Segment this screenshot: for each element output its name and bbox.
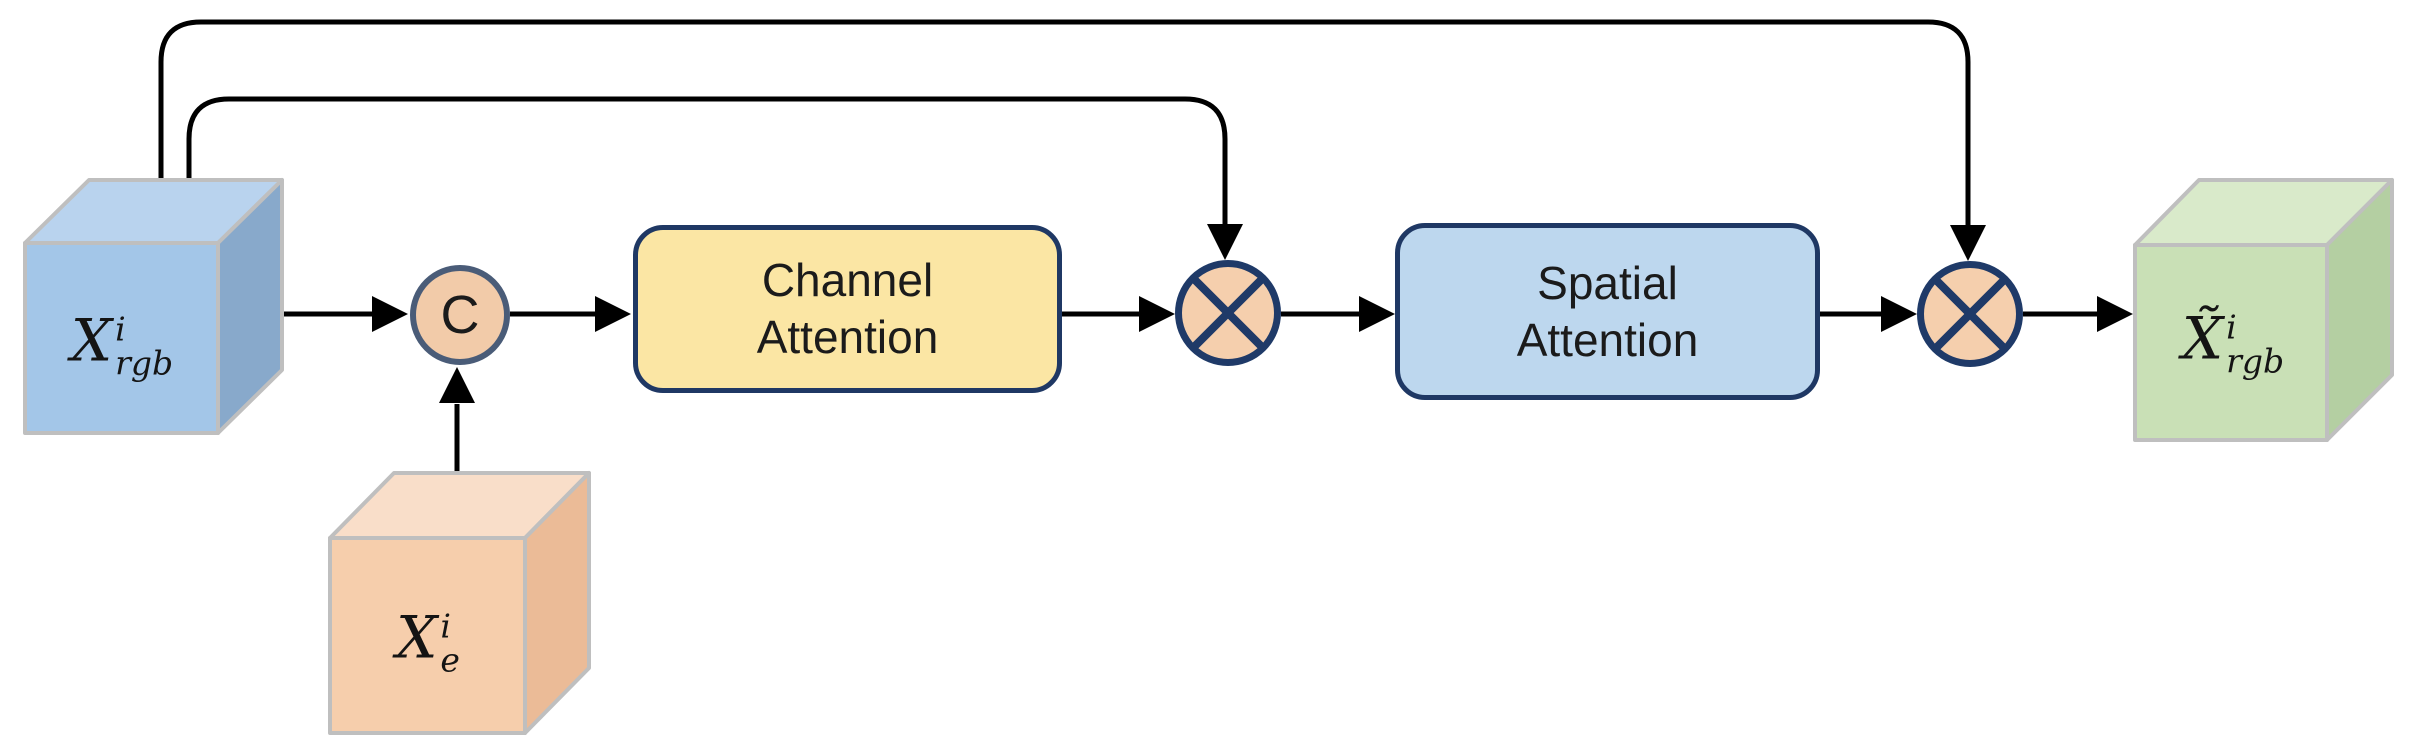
concat-label: C xyxy=(440,285,480,345)
spatial-attention-label-line2: Attention xyxy=(1516,313,1699,366)
math-subscript: rgb xyxy=(2226,341,2285,380)
rgb-input-cube-label: X i rgb xyxy=(70,306,173,379)
math-superscript: i xyxy=(2226,307,2237,347)
arrow-multiply2-to-output xyxy=(2023,296,2133,332)
math-scripts: i rgb xyxy=(115,312,173,379)
multiply-icon xyxy=(1191,276,1265,350)
channel-attention-label-line1: Channel xyxy=(761,254,934,306)
math-scripts: i rgb xyxy=(2226,310,2284,377)
math-subscript: e xyxy=(440,640,460,679)
math-base: X̃ xyxy=(2181,304,2224,372)
rgb-input-cube xyxy=(23,178,284,435)
math-subscript: rgb xyxy=(115,343,174,382)
spatial-attention-label-line1: Spatial xyxy=(1537,256,1678,309)
arrow-edge-to-concat xyxy=(439,367,475,473)
channel-attention-block: Channel Attention xyxy=(633,225,1062,393)
multiply-icon xyxy=(1933,277,2007,351)
edge-input-cube-label: X i e xyxy=(396,603,460,676)
math-scripts: i e xyxy=(440,609,460,676)
skip-connection-rgb-to-multiply1 xyxy=(186,96,1243,260)
edge-input-cube xyxy=(328,471,591,735)
arrow-multiply1-to-spatial-attention xyxy=(1281,296,1395,332)
skip-connection-rgb-to-multiply2 xyxy=(158,19,1986,261)
math-base: X xyxy=(70,306,113,374)
arrow-channel-attention-to-multiply1 xyxy=(1062,296,1175,332)
arrow-spatial-attention-to-multiply2 xyxy=(1820,296,1917,332)
concat-operator: C xyxy=(410,265,510,365)
arrow-concat-to-channel-attention xyxy=(510,296,631,332)
multiply1-operator xyxy=(1175,260,1281,366)
arrow-rgb-to-concat xyxy=(283,296,408,332)
math-base: X xyxy=(396,603,438,671)
math-superscript: i xyxy=(440,606,451,646)
output-rgb-cube-label: X̃ i rgb xyxy=(2181,304,2284,377)
spatial-attention-block: Spatial Attention xyxy=(1395,223,1820,400)
channel-attention-label-line2: Attention xyxy=(756,311,939,363)
math-superscript: i xyxy=(115,309,126,349)
multiply2-operator xyxy=(1917,261,2023,367)
output-rgb-cube xyxy=(2133,178,2394,442)
